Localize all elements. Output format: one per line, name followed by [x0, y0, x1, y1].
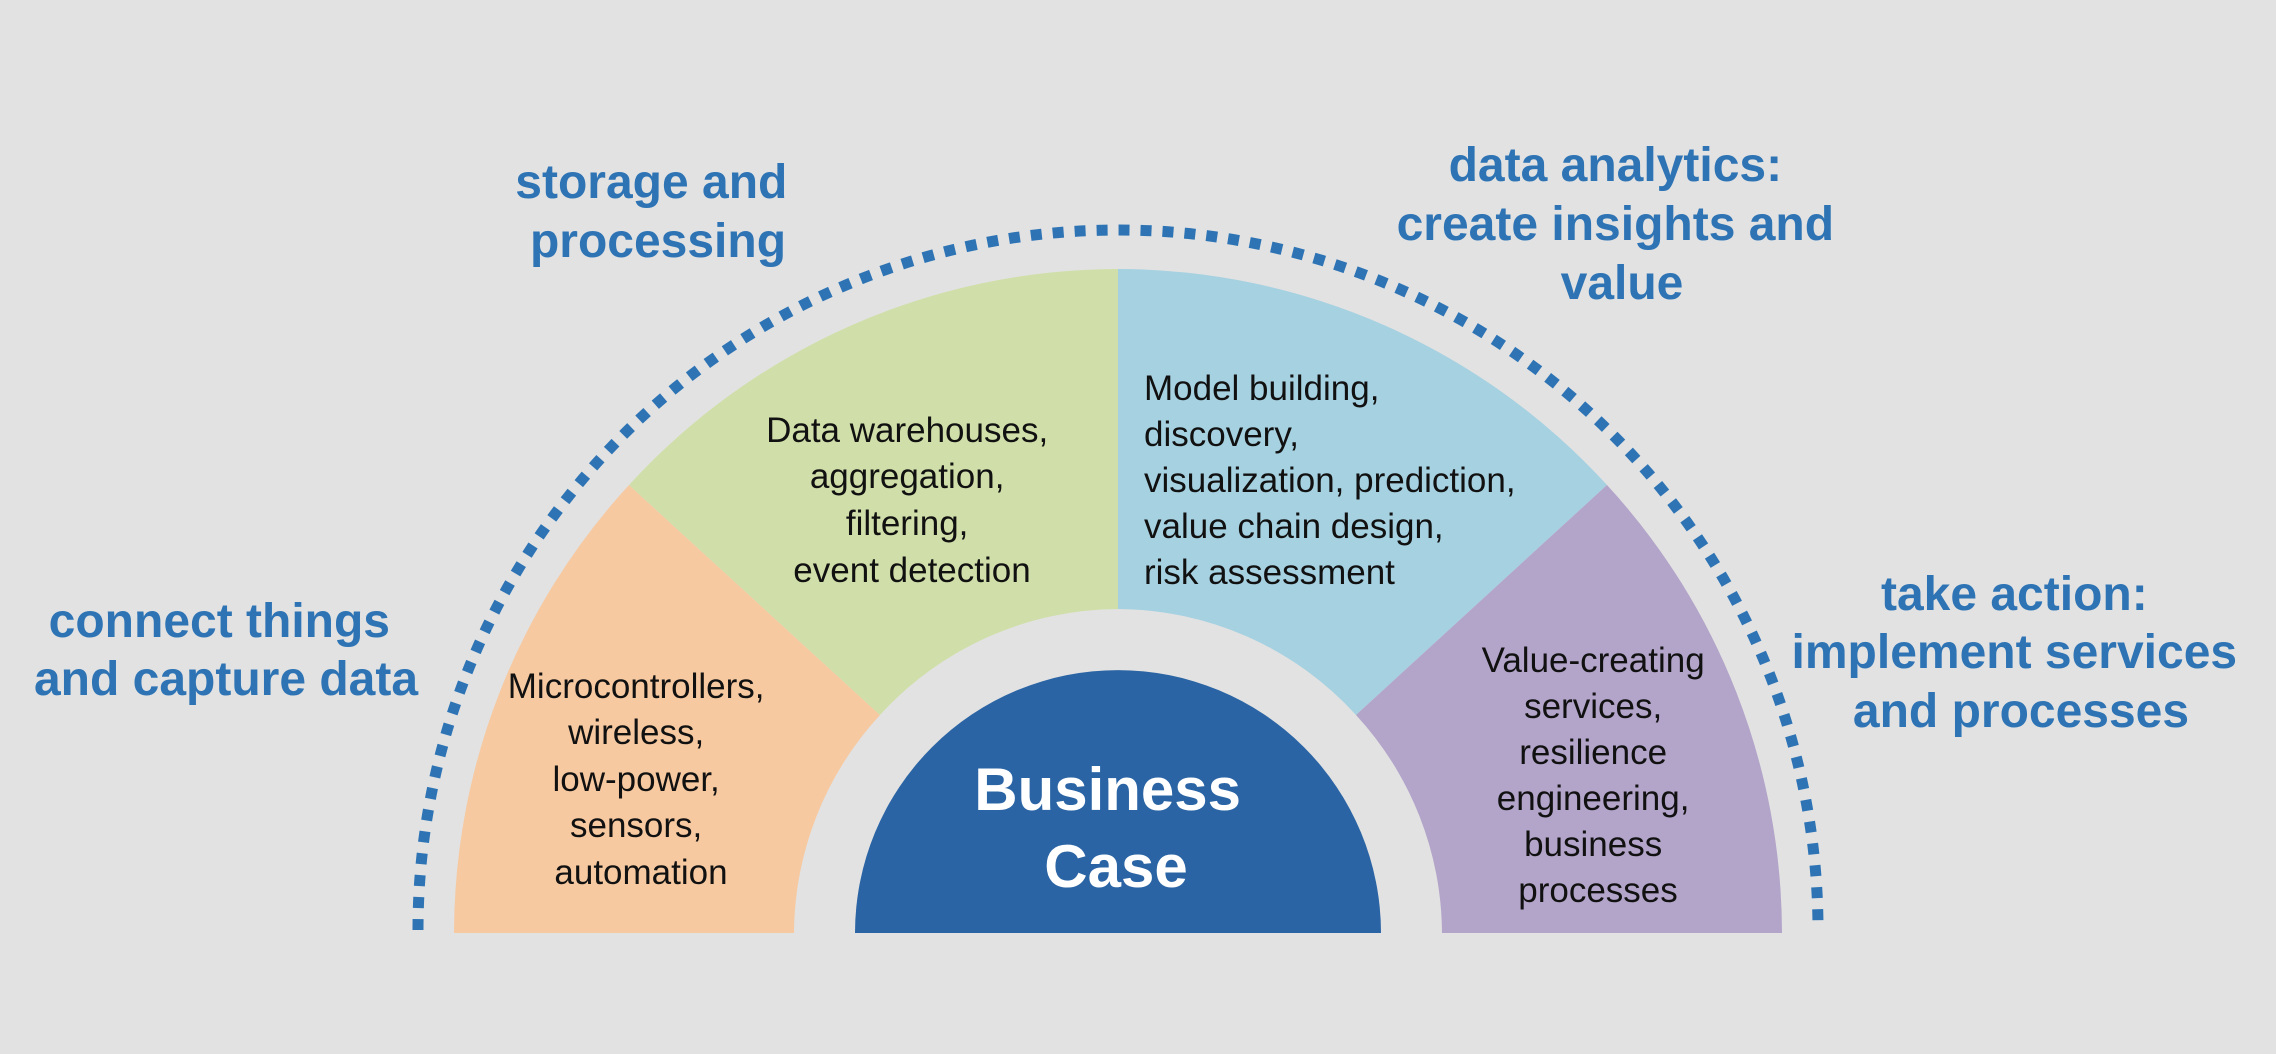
core-line-1: Business [974, 756, 1241, 823]
segment-storage [629, 269, 1118, 715]
connect-heading: connect things and capture data [34, 595, 418, 706]
action-details: Value-creating services, resilience engi… [1482, 641, 1715, 910]
connect-details: Microcontrollers, wireless, low-power, s… [508, 667, 774, 892]
analytics-details: Model building, discovery, visualization… [1144, 369, 1525, 592]
storage-details: Data warehouses, aggregation, filtering,… [766, 411, 1058, 590]
core-title: Business Case [974, 756, 1257, 900]
segment-connect [454, 485, 880, 933]
segment-action [1356, 485, 1782, 933]
business-case-core [855, 670, 1381, 933]
core-line-2: Case [1044, 833, 1187, 900]
action-heading: take action: implement services and proc… [1792, 568, 2251, 738]
storage-heading: storage and processing [515, 156, 800, 268]
segment-analytics [1118, 269, 1607, 715]
analytics-heading: data analytics: create insights and valu… [1397, 139, 1848, 310]
